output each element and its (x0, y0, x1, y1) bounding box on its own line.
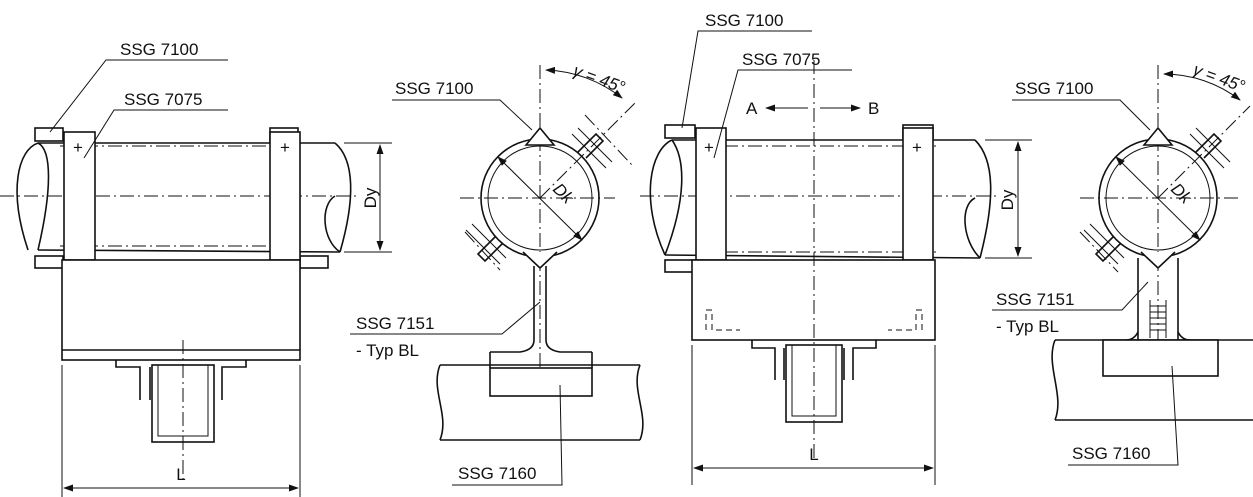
clamp-top-left (34, 127, 64, 142)
base-block (489, 367, 593, 397)
angle-label: γ = 45° (571, 61, 628, 97)
label-ssg-7160: SSG 7160 (1072, 444, 1150, 463)
base-plate (61, 259, 301, 361)
view-4-section: Dk γ = 45° SSG 7100 SSG 7151 - Typ BL SS… (992, 60, 1253, 466)
label-ssg-7100: SSG 7100 (120, 40, 198, 59)
label-ssg-7100: SSG 7100 (1015, 79, 1093, 98)
plus-mark: + (912, 138, 922, 157)
pipe-break-left (16, 142, 39, 251)
direction-a: A (746, 99, 758, 118)
cradle-right (269, 131, 301, 261)
label-typ-bl: - Typ BL (996, 317, 1059, 336)
label-ssg-7075: SSG 7075 (124, 90, 202, 109)
plus-mark: + (73, 138, 83, 157)
label-ssg-7160: SSG 7160 (458, 464, 536, 483)
label-ssg-7100: SSG 7100 (705, 11, 783, 30)
plus-mark: + (704, 138, 714, 157)
cradle-left (695, 127, 727, 261)
label-ssg-7075: SSG 7075 (742, 50, 820, 69)
clamp-bottom-left (34, 255, 64, 269)
dim-l-label: L (809, 445, 818, 464)
angle-label: γ = 45° (1191, 60, 1248, 96)
label-ssg-7151: SSG 7151 (996, 290, 1074, 309)
dim-dy-label: Dy (361, 187, 380, 208)
clamp-bottom-right (299, 255, 329, 269)
clamp-bottom-left (664, 259, 696, 273)
view-3-side: + + A B Dy L SSG 7100 SSG 7 (640, 11, 1032, 485)
pipe-break-left (649, 139, 673, 256)
direction-b: B (868, 99, 879, 118)
clamp-top-left (664, 124, 696, 139)
label-ssg-7151: SSG 7151 (356, 314, 434, 333)
dim-dk-line (1115, 156, 1201, 241)
base-block (1102, 339, 1219, 377)
pipe-break-right (974, 139, 992, 259)
dim-l-label: L (176, 465, 185, 484)
dim-dk-line (497, 156, 583, 241)
plus-mark: + (280, 138, 290, 157)
pipe-break-right (334, 142, 352, 253)
label-typ-bl: - Typ BL (356, 341, 419, 360)
label-ssg-7100: SSG 7100 (395, 79, 473, 98)
view-1-side: + + Dy L SSG 7100 SSG 7075 (0, 40, 392, 497)
view-2-section: Dk γ = 45° SSG 7100 SSG 7151 - Typ BL SS… (350, 61, 644, 486)
cradle-right (902, 127, 934, 261)
dim-dy-label: Dy (998, 189, 1017, 210)
cradle-left (63, 131, 96, 261)
